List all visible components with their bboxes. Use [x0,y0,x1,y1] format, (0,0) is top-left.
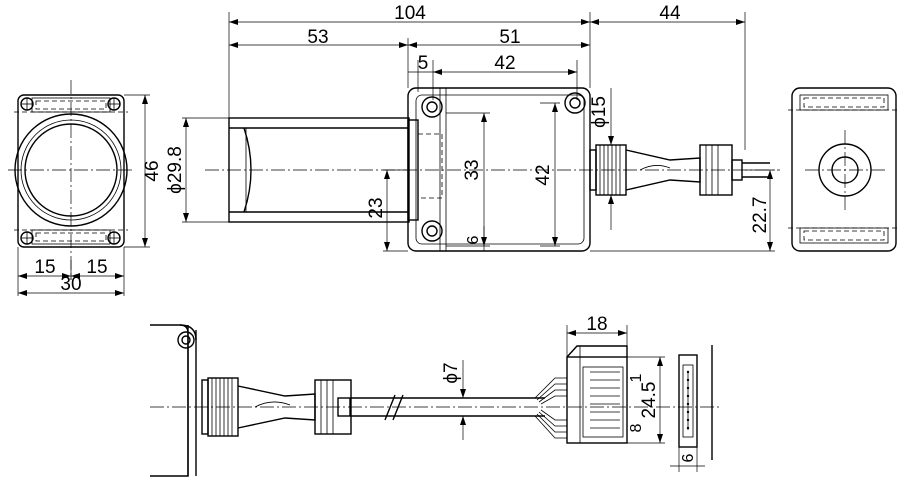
dim-cable-diameter: ϕ7 [441,362,462,383]
dim-body-length: 51 [499,27,520,48]
front-view: 46 15 15 30 [8,80,163,296]
dim-front-half-right: 15 [86,257,107,278]
dim-lens-diameter: ϕ29.8 [165,146,186,194]
dim-front-half-left: 15 [34,257,55,278]
dim-sensor-length: 53 [307,27,328,48]
modular-plug [566,345,628,444]
dim-hole-spacing-h: 42 [494,53,515,74]
corner-screw-icon [107,97,121,111]
dim-overall-length: 104 [394,3,426,24]
mount-hole-icon [177,331,195,349]
dim-plug-width: 6 [680,453,697,462]
cable-view: ϕ7 18 1 8 [150,314,720,477]
pin-last-label: 8 [628,423,645,432]
dim-axis-height: 23 [366,197,387,218]
dim-hole-spacing-v: 42 [533,164,554,185]
dim-plug-height: 24.5 [639,382,660,419]
dim-cable-length: 44 [659,3,681,24]
corner-screw-icon [20,231,34,245]
corner-screw-icon [107,231,121,245]
dim-front-height: 46 [142,160,163,181]
dim-mount-offset: 5 [418,53,429,74]
pin-first-label: 1 [628,373,645,382]
side-view: 104 44 53 51 5 42 ϕ29.8 [165,3,780,252]
mount-hole-icon [421,96,443,118]
rear-view [788,87,900,252]
dim-plug-length: 18 [586,314,607,335]
dim-window-height: 33 [462,159,483,180]
dim-cable-axis-height: 22.7 [750,197,771,234]
corner-screw-icon [20,97,34,111]
mount-hole-icon [421,220,443,242]
dim-bottom-offset: 6 [465,235,482,244]
dim-front-width: 30 [60,274,81,295]
dim-connector-diameter: ϕ15 [589,96,610,128]
mount-hole-icon [564,92,586,114]
